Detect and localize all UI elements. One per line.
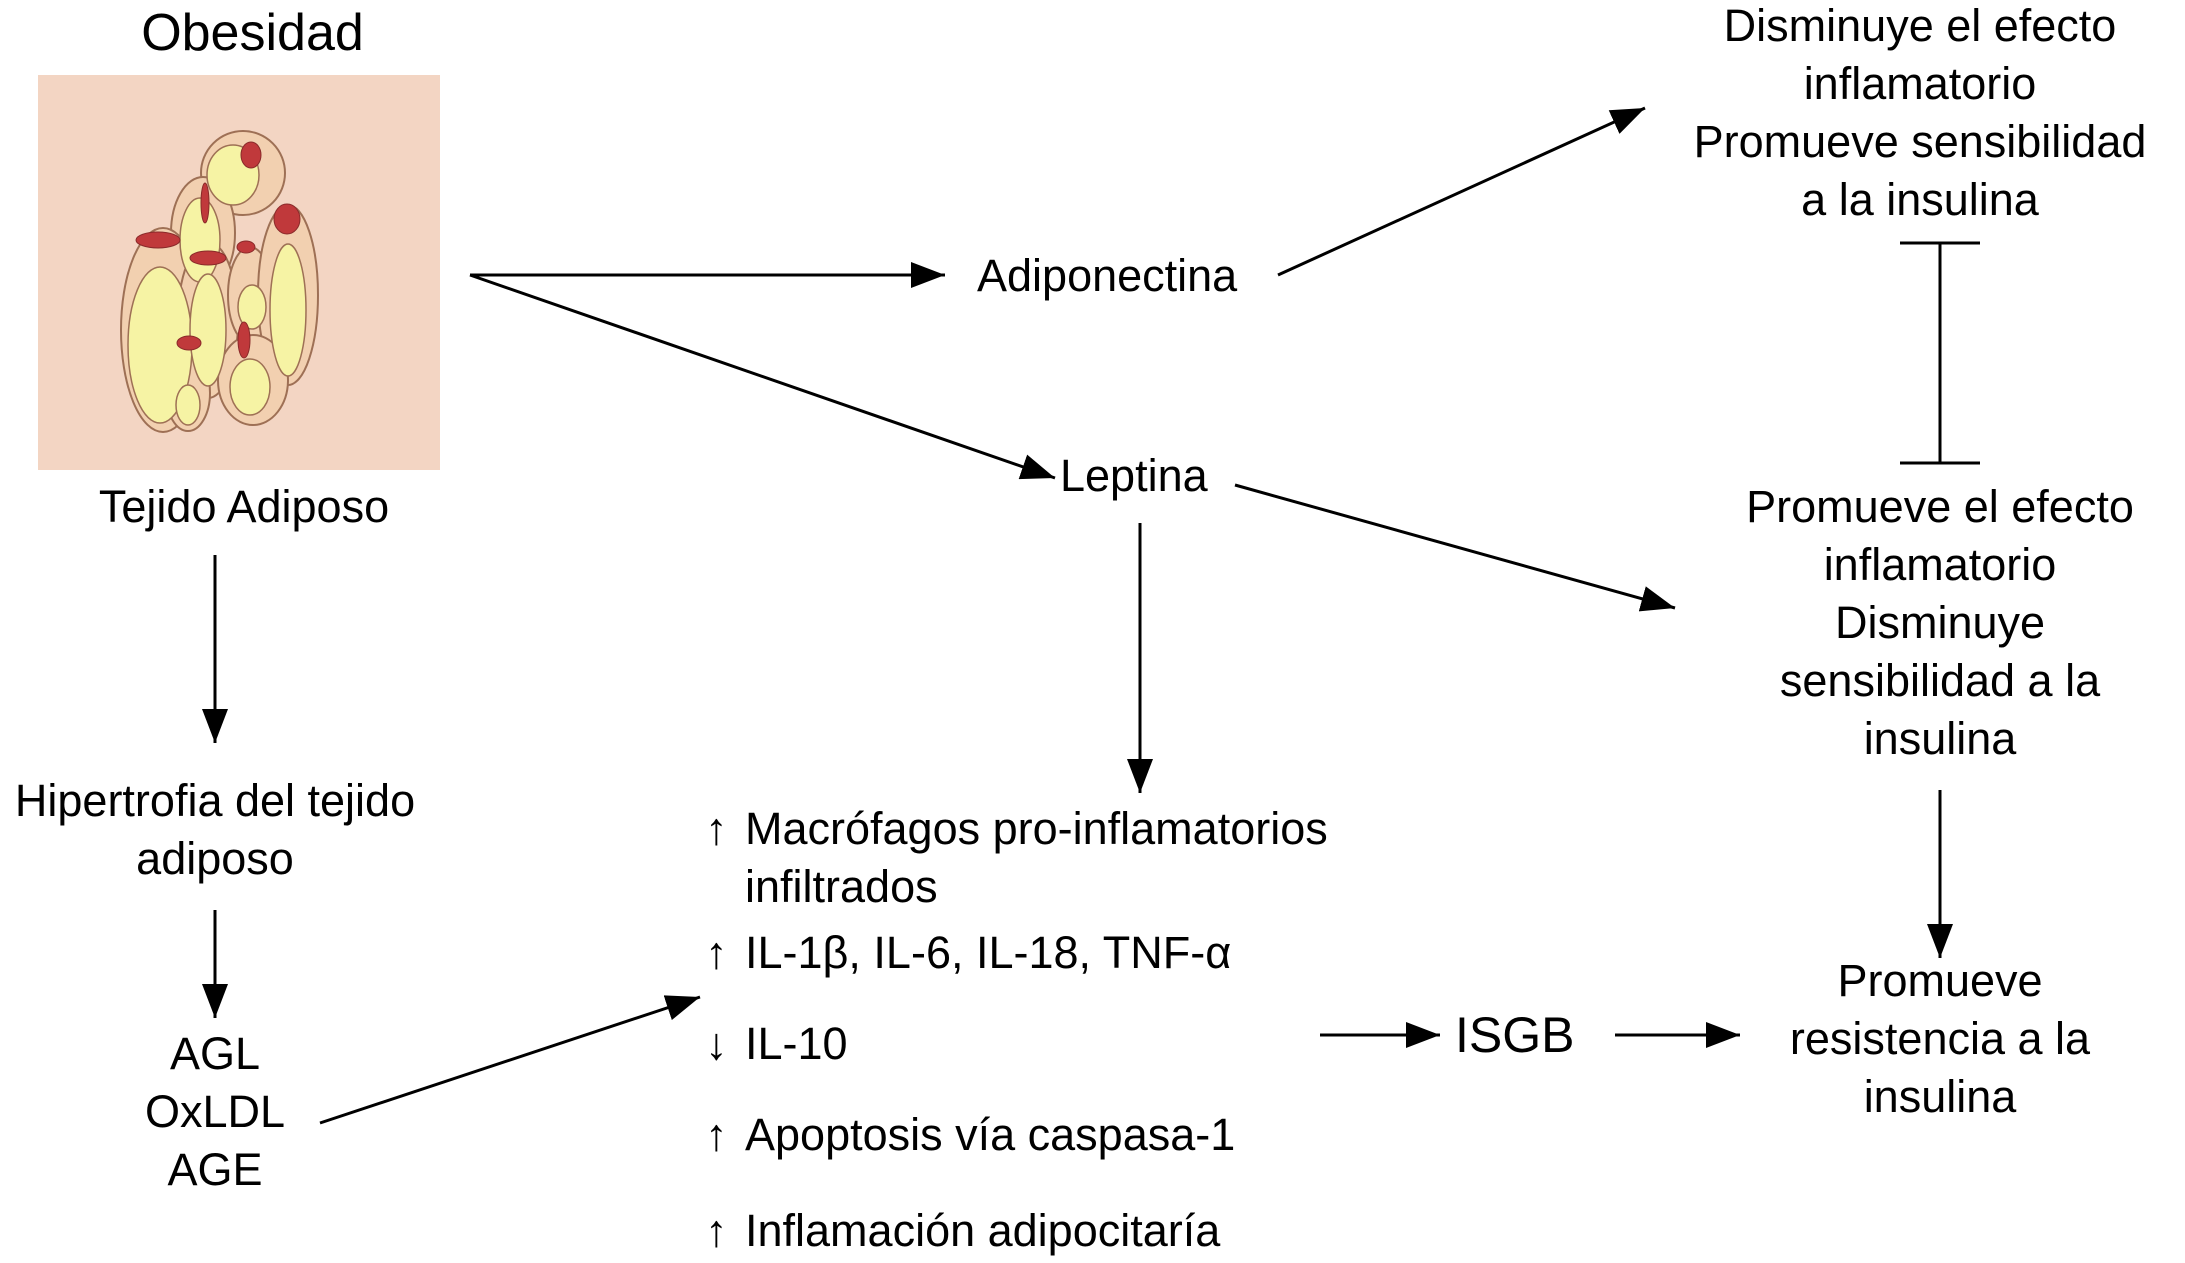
cell-nucleus-8 <box>237 321 251 359</box>
leptin-effect-line-1: Promueve el efecto <box>1746 481 2134 532</box>
molecule-agl: AGL <box>169 1028 261 1079</box>
molecules-text: AGL OxLDL AGE <box>110 1025 320 1199</box>
cell-nucleus-7 <box>176 335 202 351</box>
arrow-tissue-to-leptin <box>469 273 1056 480</box>
molecule-oxldl: OxLDL <box>144 1086 286 1137</box>
up-arrow-icon: ↑ <box>705 1205 728 1256</box>
leptin-effect-line-5: insulina <box>1863 713 2017 764</box>
hypertrophy-line-2: adiposo <box>136 833 294 884</box>
up-arrow-icon: ↑ <box>705 803 728 854</box>
leptin-effect-line-3: Disminuye <box>1834 597 2046 648</box>
hypertrophy-line-1: Hipertrofia del tejido <box>14 775 416 826</box>
node-leptina: Leptina <box>1060 450 1208 501</box>
leptin-effect-line-4: sensibilidad a la <box>1779 655 2101 706</box>
marker-apoptosis: ↑ Apoptosis vía caspasa-1 <box>705 1106 1235 1164</box>
arrow-molecules-to-markers <box>319 995 701 1125</box>
adipo-effect-line-3: Promueve sensibilidad <box>1693 116 2147 167</box>
up-arrow-icon: ↑ <box>705 1109 728 1160</box>
cell-nucleus-6 <box>273 203 301 235</box>
resistance-text: Promueve resistencia a la insulina <box>1700 952 2180 1126</box>
resistance-line-1: Promueve <box>1837 955 2043 1006</box>
cell-nucleus-5 <box>236 240 256 254</box>
leptin-effect: Promueve el efecto inflamatorio Disminuy… <box>1680 478 2185 768</box>
adiponectin-effect: Disminuye el efecto inflamatorio Promuev… <box>1660 0 2180 229</box>
node-isgb: ISGB <box>1455 1007 1575 1063</box>
marker-inflammation: ↑ Inflamación adipocitaría <box>705 1202 1220 1260</box>
cell-nucleus-2 <box>200 182 210 224</box>
marker-cytokines: ↑ IL-1β, IL-6, IL-18, TNF-α <box>705 924 1231 982</box>
lipid-vacuole-5 <box>237 284 267 330</box>
arrow-leptin-to-effect <box>1234 483 1676 612</box>
resistance-line-3: insulina <box>1863 1071 2017 1122</box>
marker-il10: ↓ IL-10 <box>705 1015 848 1073</box>
adipo-effect-line-1: Disminuye el efecto <box>1723 0 2117 51</box>
cell-nucleus-1 <box>240 141 262 169</box>
lipid-vacuole-6 <box>269 243 307 377</box>
adipo-effect-line-2: inflamatorio <box>1803 58 2037 109</box>
molecule-age: AGE <box>167 1144 263 1195</box>
cell-nucleus-3 <box>135 231 181 249</box>
title-obesidad: Obesidad <box>141 4 364 62</box>
down-arrow-icon: ↓ <box>705 1018 728 1069</box>
marker-il10-text: IL-10 <box>745 1018 848 1069</box>
lipid-vacuole-4 <box>189 273 227 387</box>
marker-cytokines-text: IL-1β, IL-6, IL-18, TNF-α <box>745 927 1232 978</box>
marker-macrophages-line-1: Macrófagos pro-inflamatorios <box>745 803 1328 854</box>
adipo-effect-line-4: a la insulina <box>1801 174 2039 225</box>
marker-inflammation-text: Inflamación adipocitaría <box>745 1205 1221 1256</box>
adipose-tissue-illustration <box>38 75 440 470</box>
marker-macrophages: ↑ Macrófagos pro-inflamatorios infiltrado… <box>705 800 1328 916</box>
hypertrophy-text: Hipertrofia del tejido adiposo <box>0 772 430 888</box>
lipid-vacuole-2 <box>179 197 221 283</box>
up-arrow-icon: ↑ <box>705 927 728 978</box>
cell-nucleus-4 <box>189 250 227 266</box>
lipid-vacuole-7 <box>175 384 201 426</box>
marker-apoptosis-text: Apoptosis vía caspasa-1 <box>745 1109 1236 1160</box>
label-tejido-adiposo: Tejido Adiposo <box>98 481 390 532</box>
leptin-effect-line-2: inflamatorio <box>1823 539 2057 590</box>
node-adiponectina: Adiponectina <box>977 250 1238 301</box>
arrow-adiponectin-to-effect <box>1277 106 1646 277</box>
resistance-line-2: resistencia a la <box>1789 1013 2091 1064</box>
lipid-vacuole-8 <box>229 358 271 416</box>
marker-macrophages-line-2: infiltrados <box>745 861 938 912</box>
